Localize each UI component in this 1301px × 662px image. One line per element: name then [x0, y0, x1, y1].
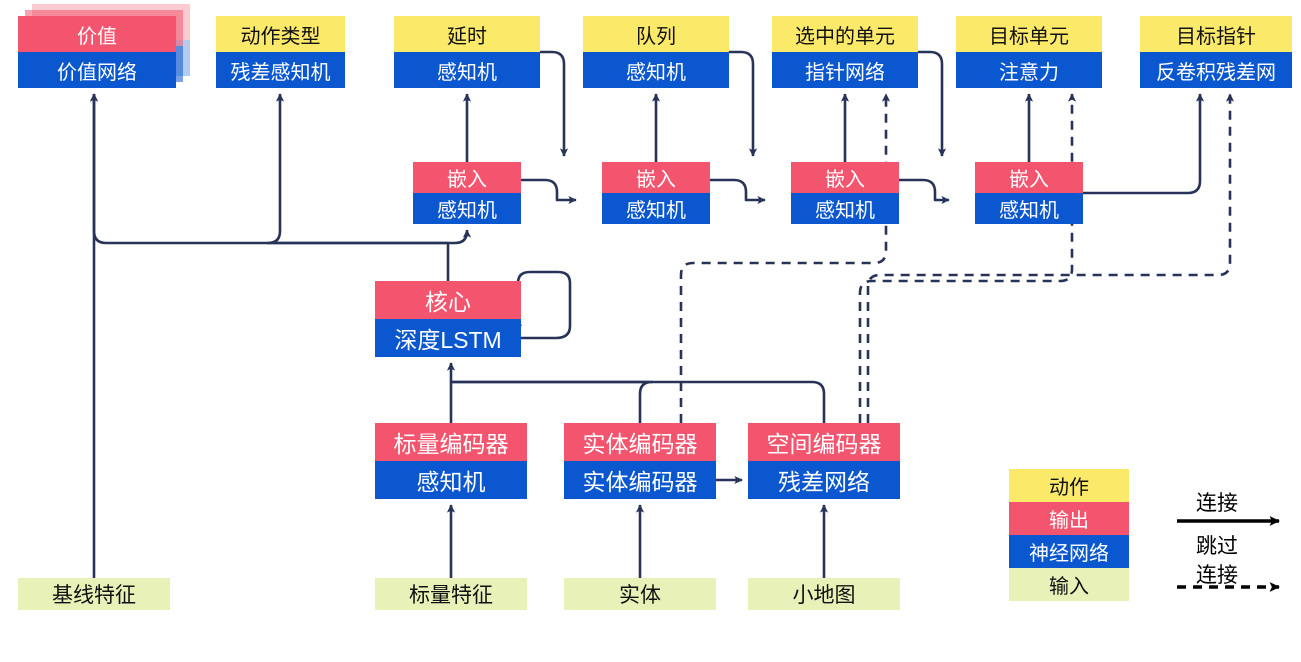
node-emb4-label: 感知机 [975, 193, 1083, 224]
node-emb2[interactable]: 嵌入感知机 [602, 162, 710, 224]
node-emb1[interactable]: 嵌入感知机 [413, 162, 521, 224]
node-emb2-top-label: 嵌入 [602, 162, 710, 193]
node-spatial_enc-top-label: 空间编码器 [748, 423, 900, 461]
legend-arrows [1177, 516, 1281, 592]
node-emb1-top-label: 嵌入 [413, 162, 521, 193]
node-value-label: 价值网络 [18, 52, 176, 88]
node-spatial_enc[interactable]: 空间编码器残差网络 [748, 423, 900, 499]
node-queued-label: 感知机 [583, 52, 729, 88]
node-action_type[interactable]: 动作类型残差感知机 [216, 16, 345, 88]
node-target_point-label: 反卷积残差网 [1140, 52, 1292, 88]
legend-connection-label: 连接 [1196, 492, 1238, 515]
node-emb3-top-label: 嵌入 [791, 162, 899, 193]
legend-swatch-input: 输入 [1009, 568, 1129, 601]
node-target_point-top-label: 目标指针 [1140, 16, 1292, 52]
node-target_unit-label: 注意力 [956, 52, 1102, 88]
node-action_type-top-label: 动作类型 [216, 16, 345, 52]
node-scalar_feat[interactable]: 标量特征 [375, 578, 527, 610]
legend-swatch-output: 输出 [1009, 502, 1129, 535]
node-scalar_feat-label: 标量特征 [375, 578, 527, 610]
node-minimap-label: 小地图 [748, 578, 900, 610]
node-scalar_enc-top-label: 标量编码器 [375, 423, 527, 461]
node-entity_enc-top-label: 实体编码器 [564, 423, 716, 461]
node-emb3-label: 感知机 [791, 193, 899, 224]
legend-swatch-action: 动作 [1009, 469, 1129, 502]
legend-swatch-network: 神经网络 [1009, 535, 1129, 568]
node-delay[interactable]: 延时感知机 [394, 16, 540, 88]
node-emb4[interactable]: 嵌入感知机 [975, 162, 1083, 224]
legend-skip-label-line1: 跳过 [1196, 535, 1238, 558]
node-emb2-label: 感知机 [602, 193, 710, 224]
node-baseline_feat-label: 基线特征 [18, 578, 170, 610]
legend: 动作 输出 神经网络 输入 [1009, 469, 1129, 601]
node-entity_enc-label: 实体编码器 [564, 461, 716, 499]
node-scalar_enc[interactable]: 标量编码器感知机 [375, 423, 527, 499]
node-minimap[interactable]: 小地图 [748, 578, 900, 610]
node-emb4-top-label: 嵌入 [975, 162, 1083, 193]
node-value[interactable]: 价值价值网络 [18, 16, 176, 88]
node-core[interactable]: 核心深度LSTM [375, 281, 521, 357]
node-entities-label: 实体 [564, 578, 716, 610]
node-entities[interactable]: 实体 [564, 578, 716, 610]
node-value-top-label: 价值 [18, 16, 176, 52]
legend-skip-label-line2: 连接 [1196, 564, 1238, 587]
node-queued-top-label: 队列 [583, 16, 729, 52]
node-action_type-label: 残差感知机 [216, 52, 345, 88]
node-core-top-label: 核心 [375, 281, 521, 319]
node-spatial_enc-label: 残差网络 [748, 461, 900, 499]
node-target_unit-top-label: 目标单元 [956, 16, 1102, 52]
node-queued[interactable]: 队列感知机 [583, 16, 729, 88]
node-selected[interactable]: 选中的单元指针网络 [772, 16, 918, 88]
node-target_unit[interactable]: 目标单元注意力 [956, 16, 1102, 88]
node-baseline_feat[interactable]: 基线特征 [18, 578, 170, 610]
node-entity_enc[interactable]: 实体编码器实体编码器 [564, 423, 716, 499]
node-selected-label: 指针网络 [772, 52, 918, 88]
node-delay-top-label: 延时 [394, 16, 540, 52]
node-target_point[interactable]: 目标指针反卷积残差网 [1140, 16, 1292, 88]
node-delay-label: 感知机 [394, 52, 540, 88]
node-emb3[interactable]: 嵌入感知机 [791, 162, 899, 224]
node-scalar_enc-label: 感知机 [375, 461, 527, 499]
node-core-label: 深度LSTM [375, 319, 521, 357]
node-selected-top-label: 选中的单元 [772, 16, 918, 52]
node-emb1-label: 感知机 [413, 193, 521, 224]
